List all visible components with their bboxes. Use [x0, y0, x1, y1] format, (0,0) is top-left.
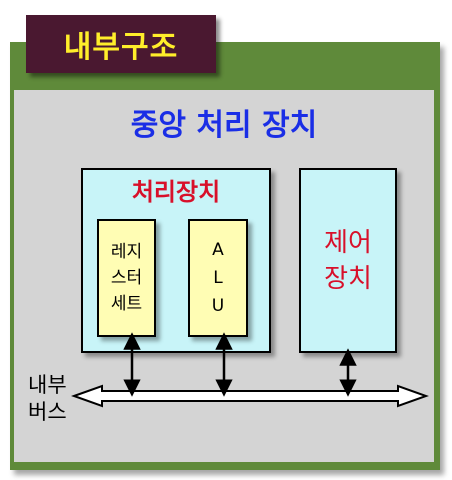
alu-line-3: U — [211, 296, 225, 316]
register-set-line-2: 스터 — [110, 268, 143, 288]
title-badge: 내부구조 — [26, 15, 216, 73]
internal-bus-line-2: 버스 — [28, 400, 67, 424]
control-unit-line-1: 제어 — [324, 227, 372, 258]
alu-line-1: A — [212, 240, 224, 260]
processing-unit-label: 처리장치 — [131, 178, 221, 206]
register-set-line-3: 세트 — [110, 294, 143, 314]
cpu-label: 중앙 처리 장치 — [130, 108, 318, 143]
alu-box: A L U — [188, 219, 248, 337]
register-set-line-1: 레지 — [110, 242, 143, 262]
internal-bus-label: 내부 버스 — [28, 372, 67, 426]
alu-line-2: L — [213, 268, 223, 288]
diagram-title: 내부구조 — [63, 30, 179, 65]
internal-bus-arrow — [71, 384, 429, 408]
control-unit-box: 제어 장치 — [299, 168, 397, 353]
internal-bus-line-1: 내부 — [28, 373, 67, 397]
control-unit-line-2: 장치 — [324, 263, 372, 294]
